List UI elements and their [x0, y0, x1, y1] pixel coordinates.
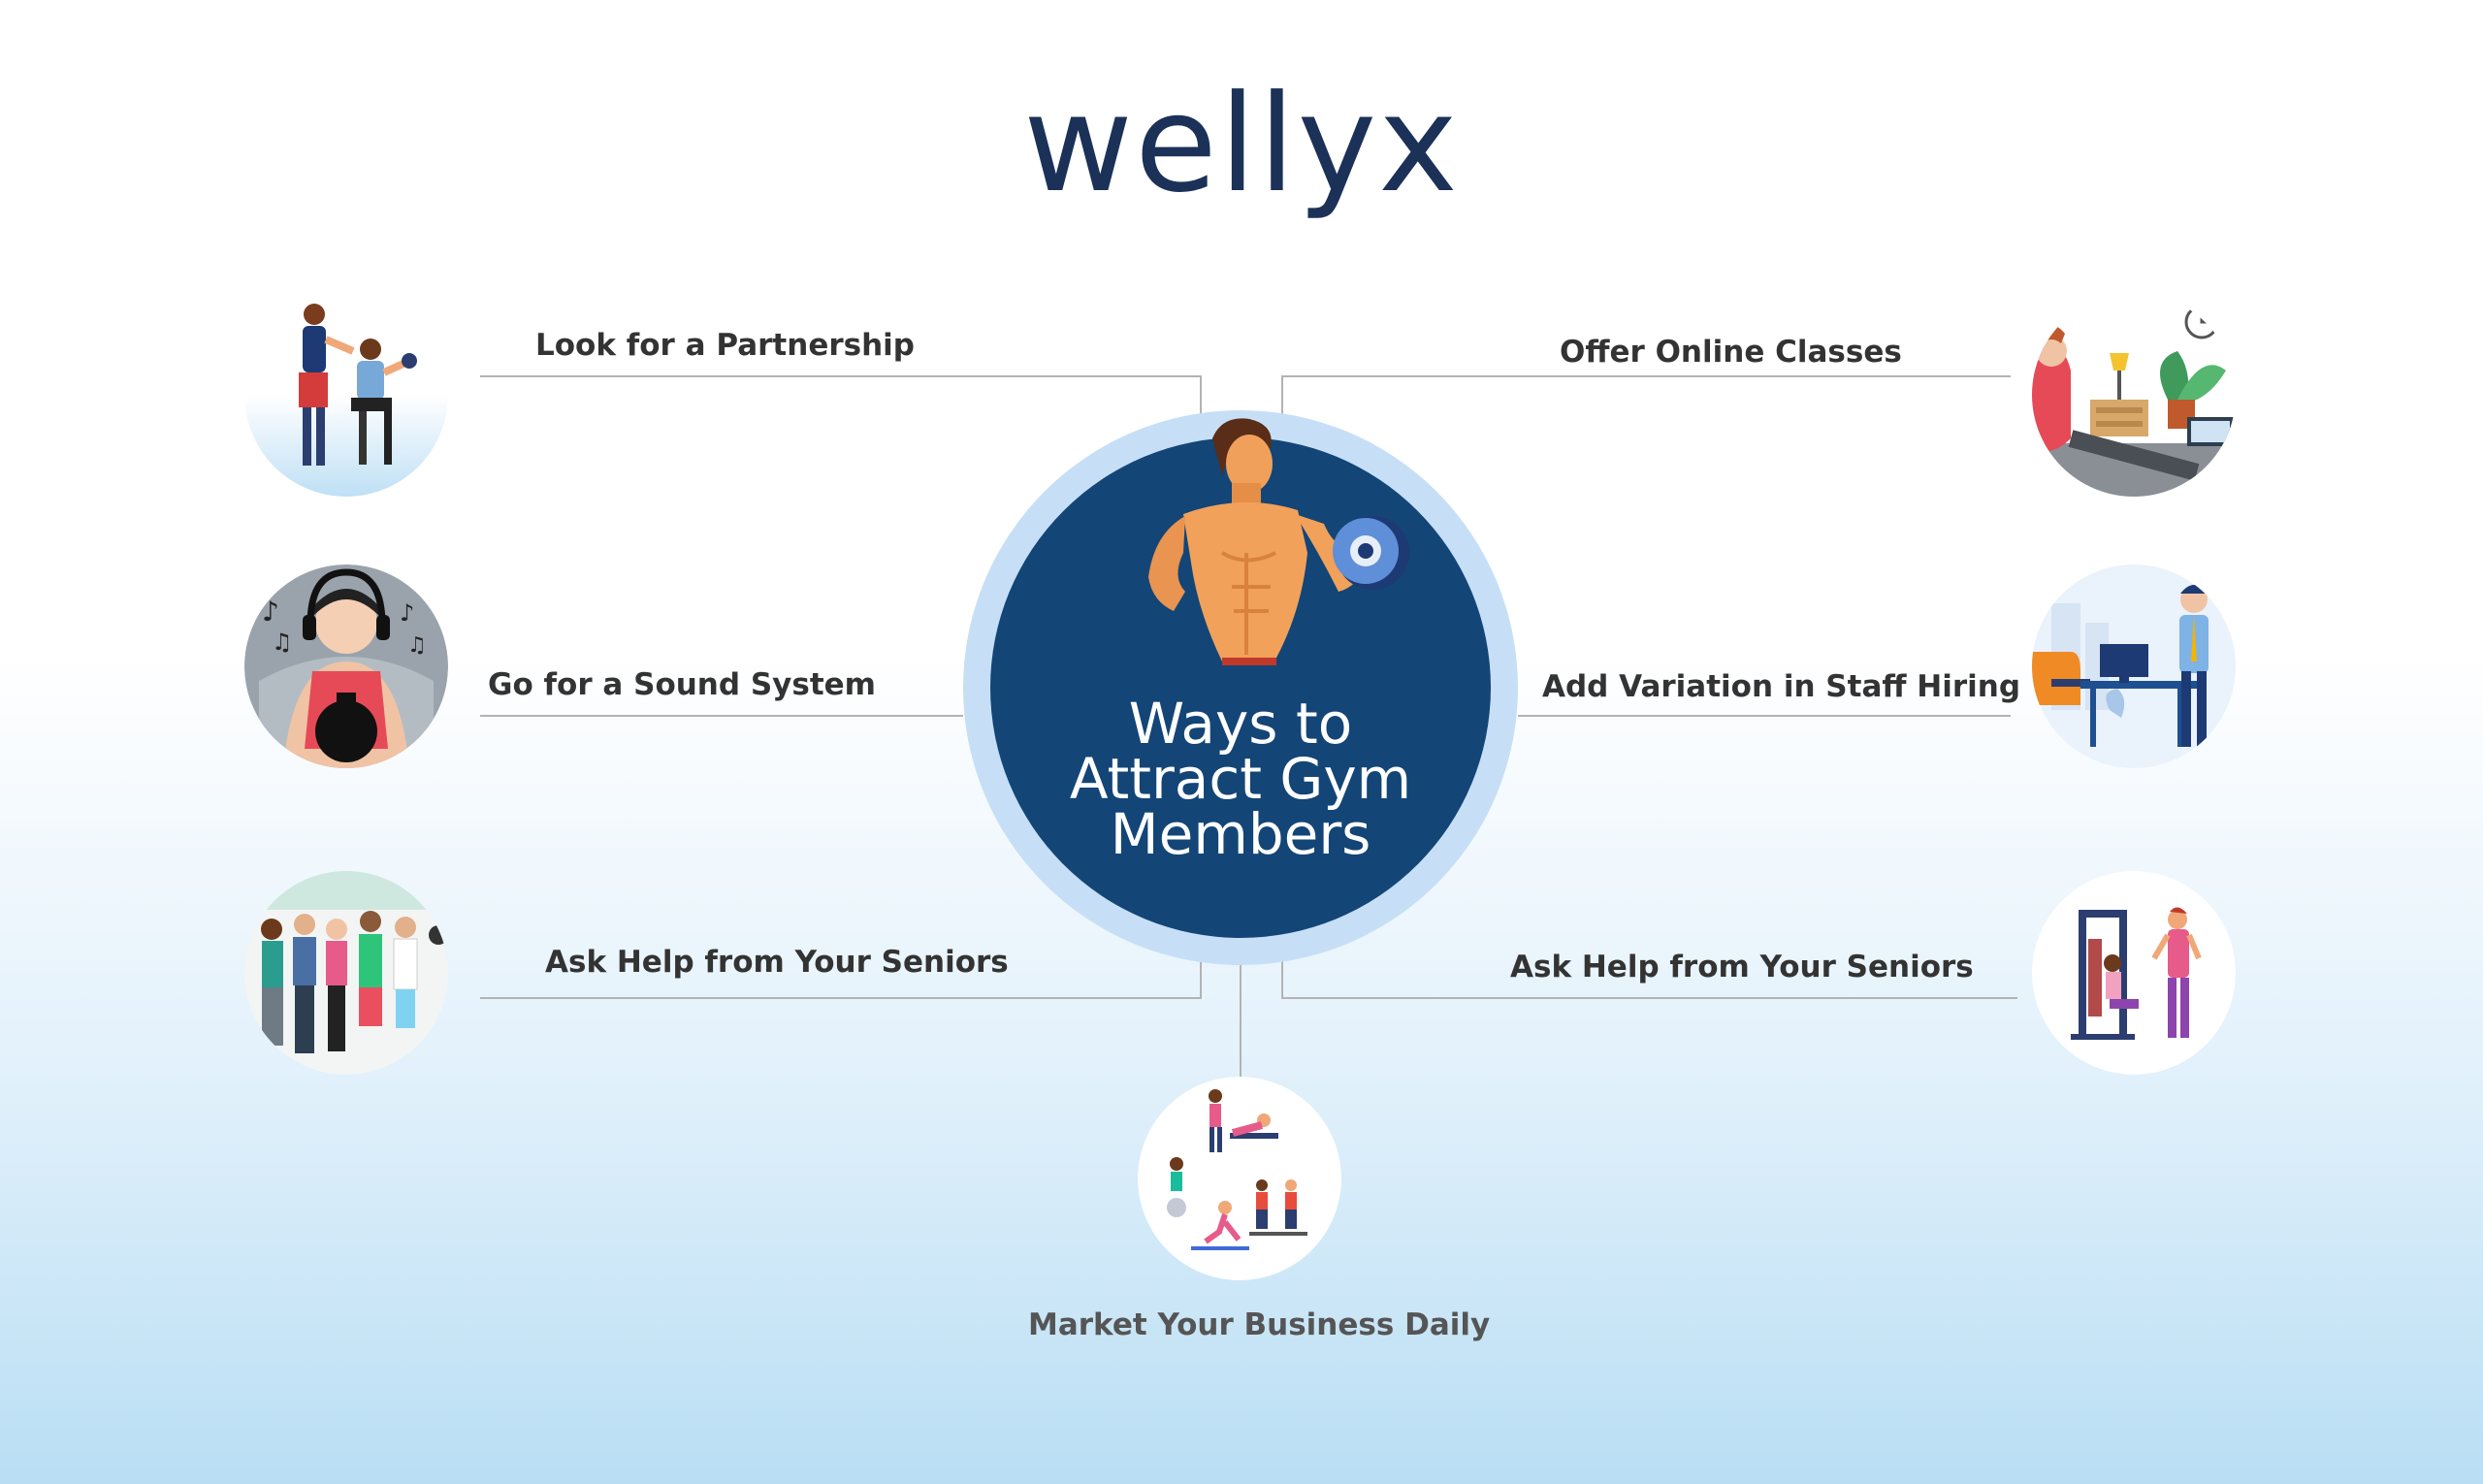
- svg-text:♪: ♪: [400, 599, 414, 627]
- connector-seniors-right: [1281, 955, 2017, 999]
- label-seniors-left: Ask Help from Your Seniors: [545, 945, 1009, 980]
- trainer-with-client-icon: [244, 293, 448, 497]
- label-staff-hiring: Add Variation in Staff Hiring: [1542, 669, 2021, 704]
- staff-hiring-icon: [2032, 565, 2236, 768]
- connector-online: [1281, 375, 2011, 417]
- svg-text:♫: ♫: [272, 629, 293, 656]
- label-seniors-right: Ask Help from Your Seniors: [1510, 950, 1974, 984]
- label-market-business: Market Your Business Daily: [1028, 1307, 1491, 1342]
- muscular-athlete-dumbbell-icon: [1148, 418, 1409, 665]
- connector-seniors-left: [480, 955, 1202, 999]
- group-of-members-icon: [244, 871, 448, 1075]
- workout-group-icon: [1138, 1077, 1341, 1280]
- wellyx-logo: wellyx: [1023, 66, 1460, 222]
- gym-machine-trainer-icon: [2032, 871, 2236, 1075]
- connector-partnership: [480, 375, 1202, 417]
- hub-title-line-3: Members: [1110, 801, 1371, 867]
- label-sound-system: Go for a Sound System: [488, 667, 876, 702]
- hub-title-line-2: Attract Gym: [1069, 746, 1412, 812]
- svg-text:♫: ♫: [407, 633, 427, 658]
- svg-text:♪: ♪: [262, 596, 279, 628]
- hub-title: Ways to Attract Gym Members: [990, 691, 1491, 867]
- hub-title-line-1: Ways to: [1128, 691, 1353, 757]
- label-online-classes: Offer Online Classes: [1560, 335, 1902, 370]
- online-class-icon: [2032, 293, 2236, 497]
- headphones-kettlebell-icon: ♪ ♫ ♪ ♫: [244, 565, 448, 768]
- label-partnership: Look for a Partnership: [535, 328, 915, 363]
